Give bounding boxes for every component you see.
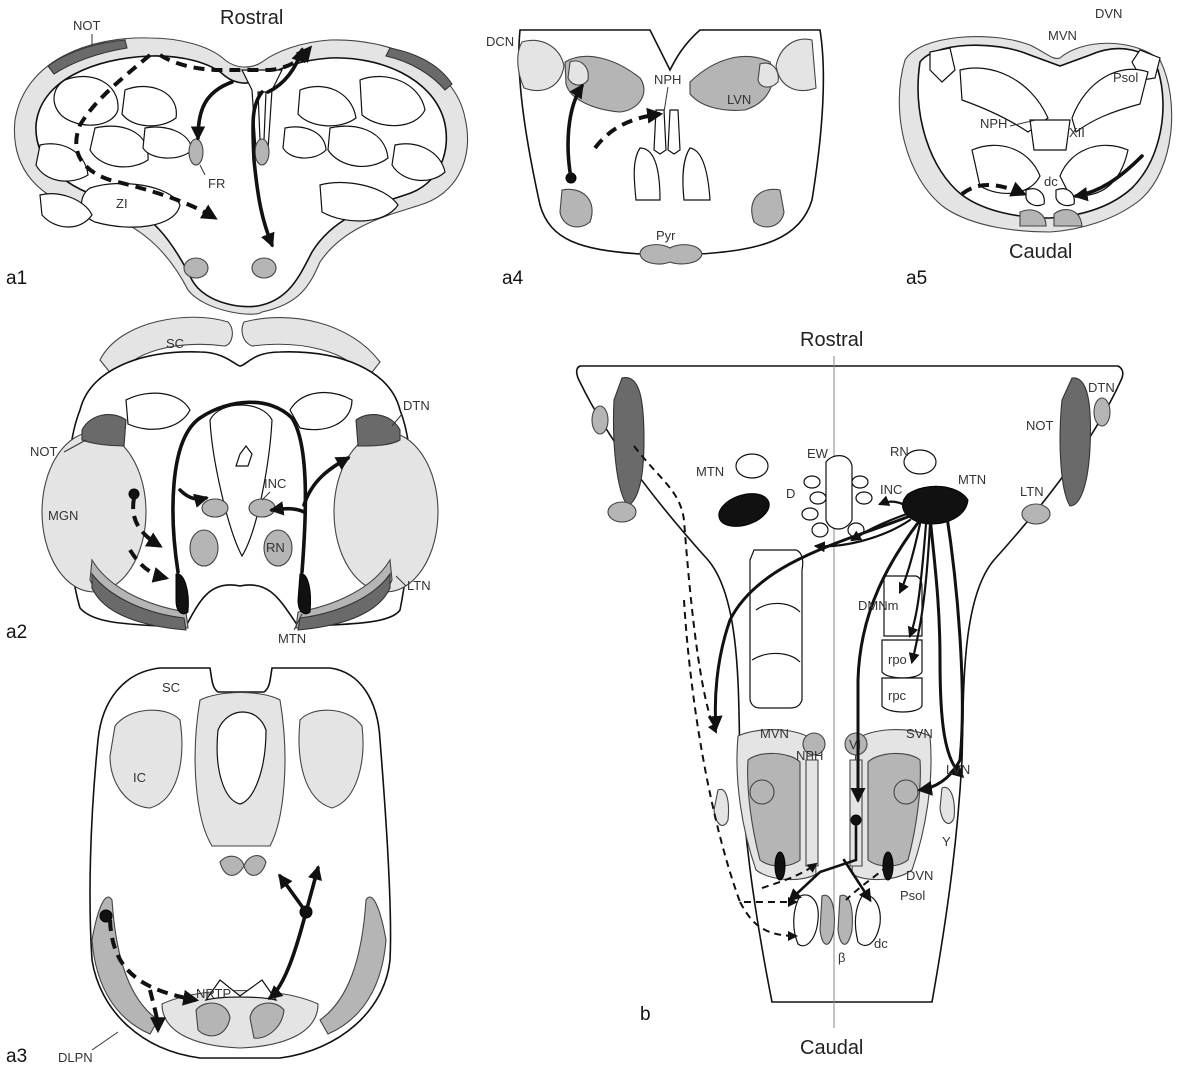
a5-dc-label: dc — [1044, 174, 1058, 189]
a2-inc-label: INC — [264, 476, 286, 491]
a5-mvn-label: MVN — [1048, 28, 1077, 43]
a2-cell-body — [129, 489, 139, 499]
a4-nph-label: NPH — [654, 72, 681, 87]
b-not-label: NOT — [1026, 418, 1054, 433]
b-not-right — [1060, 378, 1090, 506]
a3-panel-label: a3 — [6, 1046, 27, 1067]
a4-dcn-label: DCN — [486, 34, 514, 49]
b-rpo-label: rpo — [888, 652, 907, 667]
a4-pyr-label: Pyr — [656, 228, 676, 243]
b-mvn-label: MVN — [760, 726, 789, 741]
b-ew-label: EW — [807, 446, 829, 461]
a3-dlpn-label: DLPN — [58, 1050, 93, 1065]
panel-a1: Rostral NOT FR ZI a1 — [6, 7, 468, 314]
b-ltn-left — [608, 502, 636, 522]
a1-panel-label: a1 — [6, 268, 27, 289]
b-caudal-label: Caudal — [800, 1037, 863, 1059]
a5-nph-label: NPH — [980, 116, 1007, 131]
a3-dlpn-leader — [92, 1032, 118, 1050]
panel-a3: SC IC NRTP DLPN a3 — [6, 668, 391, 1067]
a2-inc-left — [202, 499, 228, 517]
b-nph-label: NPH — [796, 748, 823, 763]
b-rn-right — [904, 450, 936, 474]
b-inc-label: INC — [880, 482, 902, 497]
b-not-left — [614, 378, 644, 506]
b-mtn-right-label: MTN — [958, 472, 986, 487]
a2-dtn-label: DTN — [403, 398, 430, 413]
b-cluster-cell — [852, 476, 868, 488]
b-rn-left — [736, 454, 768, 478]
a5-caudal-label: Caudal — [1009, 241, 1072, 263]
panel-b: Rostral — [577, 329, 1123, 1059]
b-lvn-left — [750, 780, 774, 804]
a2-ltn-label: LTN — [407, 578, 431, 593]
a1-zi-label: ZI — [116, 196, 128, 211]
a3-nrtp-label: NRTP — [196, 986, 231, 1001]
a5-dvn-label: DVN — [1095, 6, 1122, 21]
b-ltn-label: LTN — [1020, 484, 1044, 499]
a1-fr-left — [189, 139, 203, 165]
a4-panel-label: a4 — [502, 268, 524, 289]
a1-not-label: NOT — [73, 18, 101, 33]
a3-ic-label: IC — [133, 770, 146, 785]
a5-psol-label: Psol — [1113, 70, 1138, 85]
b-d-label: D — [786, 486, 795, 501]
b-lvn-right — [894, 780, 918, 804]
b-beta-label: β — [838, 950, 845, 965]
a2-not-label: NOT — [30, 444, 58, 459]
a3-sc-label: SC — [162, 680, 180, 695]
b-cluster-cell — [804, 476, 820, 488]
b-dtn-left — [592, 406, 608, 434]
b-panel-label: b — [640, 1004, 651, 1025]
b-y-label: Y — [942, 834, 951, 849]
b-dtn-label: DTN — [1088, 380, 1115, 395]
a4-nph — [654, 110, 666, 154]
panel-a4: DCN NPH LVN Pyr a4 — [486, 30, 823, 289]
a1-rostral-label: Rostral — [220, 7, 283, 29]
b-rpc-label: rpc — [888, 688, 907, 703]
b-rn-label: RN — [890, 444, 909, 459]
a2-sc-label: SC — [166, 336, 184, 351]
b-psol-left — [775, 852, 785, 880]
b-ltn-right — [1022, 504, 1050, 524]
a5-panel-label: a5 — [906, 268, 927, 289]
b-rostral-label: Rostral — [800, 329, 863, 351]
b-svn-label: SVN — [906, 726, 933, 741]
b-psol-label: Psol — [900, 888, 925, 903]
b-cluster-cell — [856, 492, 872, 504]
b-ew — [826, 456, 852, 529]
a1-fr-label: FR — [208, 176, 225, 191]
b-vi-label: VI — [849, 737, 861, 752]
b-beta-left — [820, 895, 834, 944]
a1-ventral-nucleus — [184, 258, 208, 278]
a1-fr-right — [255, 139, 269, 165]
a2-nucleus-left — [190, 530, 218, 566]
b-mtn-left-label: MTN — [696, 464, 724, 479]
b-cluster-cell — [812, 523, 828, 537]
a4-lvn-label: LVN — [727, 92, 751, 107]
a2-rn-label: RN — [266, 540, 285, 555]
b-beta-right — [838, 895, 852, 944]
a2-panel-label: a2 — [6, 622, 27, 643]
a4-nph — [668, 110, 680, 154]
a2-mgn-label: MGN — [48, 508, 78, 523]
b-dc-label: dc — [874, 936, 888, 951]
b-lvn-label: LVN — [946, 762, 970, 777]
b-dtn-right — [1094, 398, 1110, 426]
a2-mtn-label: MTN — [278, 631, 306, 646]
a5-midline — [1030, 120, 1070, 150]
b-cluster-cell — [802, 508, 818, 520]
b-dmnm-label: DMNm — [858, 598, 898, 613]
b-nph-left — [806, 760, 818, 866]
b-cluster-cell — [810, 492, 826, 504]
a5-xii-label: XII — [1069, 125, 1085, 140]
panel-a2: SC DTN NOT INC MGN RN LTN MTN a2 — [6, 317, 438, 646]
a1-ventral-nucleus — [252, 258, 276, 278]
b-dvn-label: DVN — [906, 868, 933, 883]
a4-pyr — [640, 245, 702, 264]
panel-a5: DVN MVN Psol NPH XII dc Caudal a5 — [899, 6, 1171, 289]
a2-inc-right — [249, 499, 275, 517]
